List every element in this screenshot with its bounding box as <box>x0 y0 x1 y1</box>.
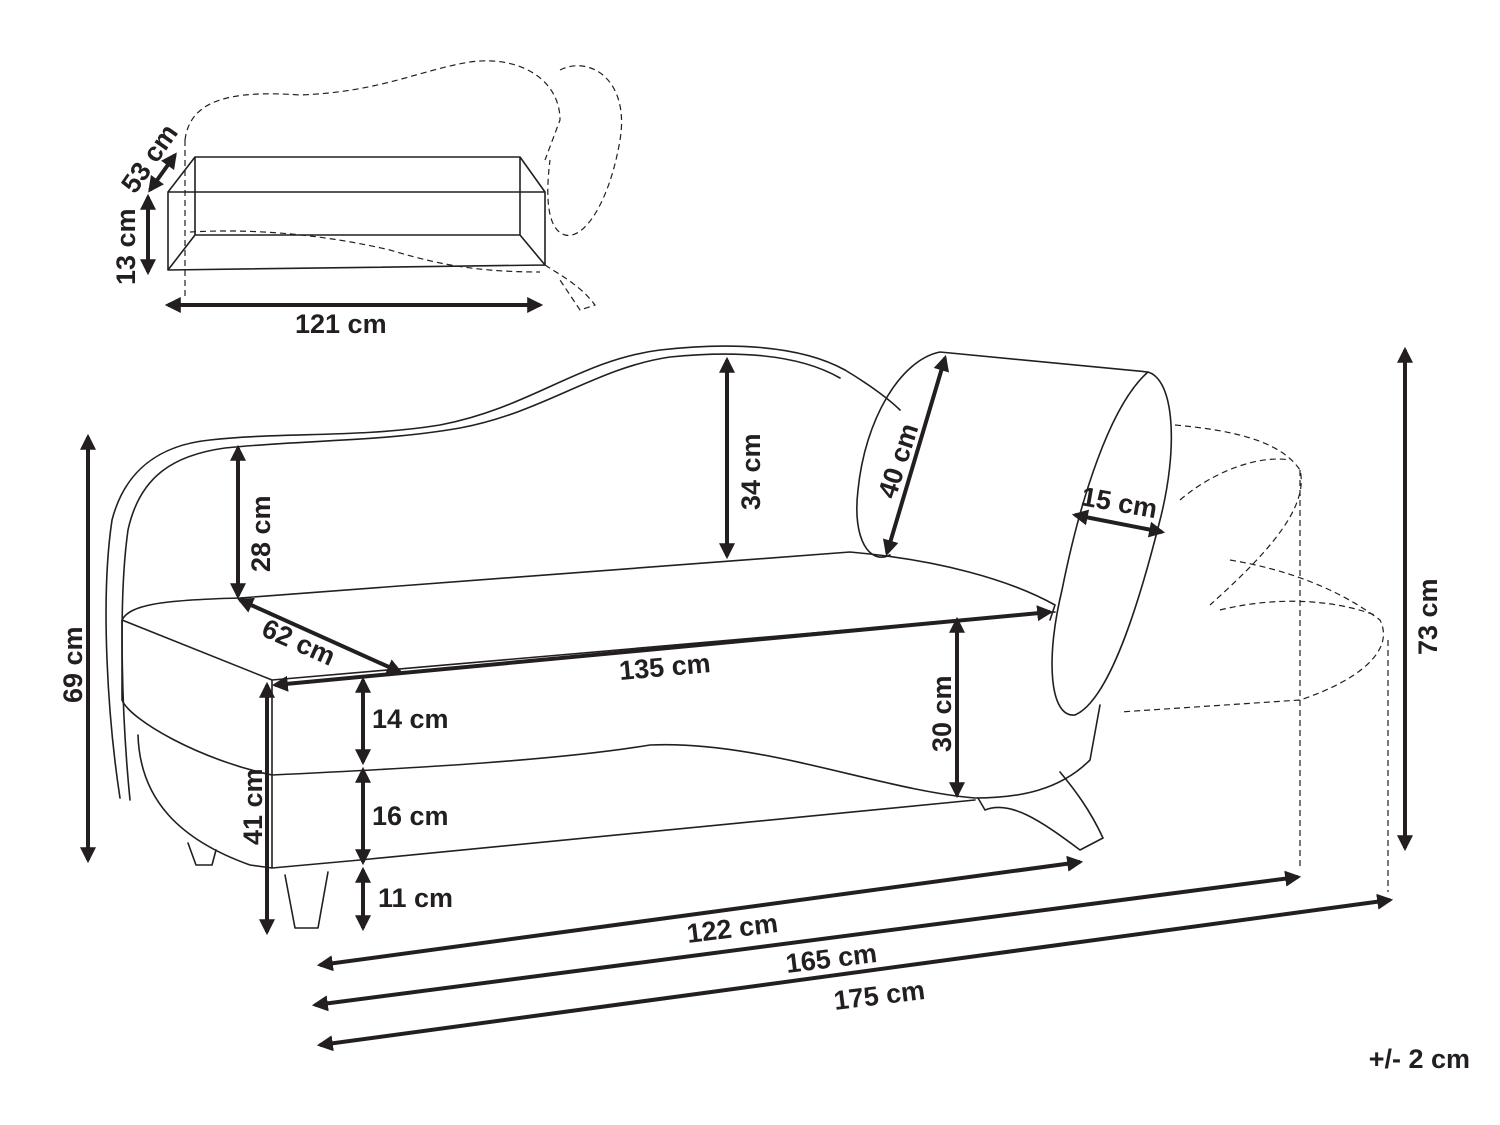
arrow-pillow-diameter <box>1071 509 1166 538</box>
label-seat-height: 41 cm <box>238 768 268 845</box>
label-seat-cushion: 14 cm <box>372 704 449 734</box>
arrow-pillow-length <box>882 354 950 557</box>
arrow-length-mid <box>311 870 1302 1012</box>
pillow-roll <box>856 351 1173 716</box>
label-armrest-height: 30 cm <box>927 675 957 752</box>
dimension-labels: 69 cm 28 cm 34 cm 40 cm 15 cm 73 cm 62 c… <box>58 420 1443 1016</box>
label-leg: 11 cm <box>378 883 453 913</box>
dimension-arrows <box>80 346 1413 1052</box>
label-storage-height: 13 cm <box>111 208 141 285</box>
label-length-total: 175 cm <box>832 975 927 1016</box>
storage-box <box>167 156 546 271</box>
leg-front-left <box>284 871 329 929</box>
label-overall-height-right: 73 cm <box>1413 578 1443 655</box>
backrest-outline <box>105 345 901 801</box>
arrow-length-total <box>316 893 1394 1052</box>
arrow-seat-length <box>271 605 1054 692</box>
arrow-length-without-arm <box>316 855 1084 972</box>
tolerance-note: +/- 2 cm <box>1368 1044 1470 1074</box>
label-backrest-left: 28 cm <box>246 495 276 572</box>
inset-sofa-outline <box>184 60 623 311</box>
label-overall-height-left: 69 cm <box>58 626 88 703</box>
label-backrest-right: 34 cm <box>736 433 766 510</box>
seat-cushion <box>121 551 1056 776</box>
inset-seat-curve <box>189 230 541 273</box>
label-storage-width: 121 cm <box>295 309 387 339</box>
label-pillow-length: 40 cm <box>872 420 924 502</box>
pillow-alt-position <box>1119 424 1389 892</box>
leg-front-right <box>977 771 1104 851</box>
label-seat-depth: 62 cm <box>258 613 340 672</box>
leg-back-left <box>187 842 217 866</box>
arrow-storage-depth <box>148 152 177 193</box>
label-seat-length: 135 cm <box>618 648 712 686</box>
storage-box-inset: 53 cm 13 cm 121 cm <box>111 60 623 339</box>
label-base: 16 cm <box>372 801 449 831</box>
